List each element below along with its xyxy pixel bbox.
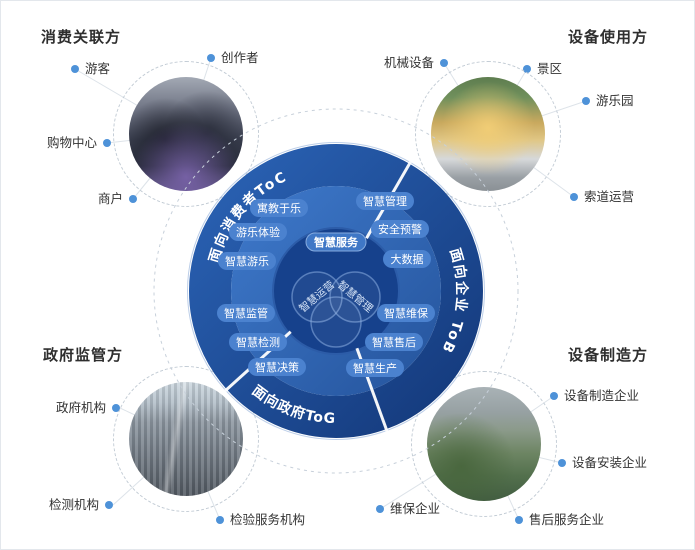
node-label: 购物中心 — [47, 135, 98, 150]
outer-dashed-circle — [153, 108, 519, 474]
svg-text:智慧监管: 智慧监管 — [224, 306, 268, 320]
bullet-dot-icon — [582, 97, 590, 105]
middle-ring — [231, 186, 441, 396]
pill-right-6: 智慧生产 — [346, 359, 404, 377]
node-merchants: 商户 — [98, 191, 138, 207]
bullet-dot-icon — [570, 193, 578, 201]
dashed-ring — [411, 371, 557, 517]
node-label: 游乐园 — [596, 93, 634, 108]
node-label: 设备安装企业 — [572, 455, 648, 470]
svg-text:大数据: 大数据 — [391, 252, 424, 266]
bullet-dot-icon — [103, 139, 112, 147]
bullet-dot-icon — [523, 65, 531, 73]
node-tourists: 游客 — [71, 61, 110, 77]
node-cableway-operation: 索道运营 — [570, 189, 634, 205]
node-scenic-area: 景区 — [523, 61, 562, 77]
factory-aerial-photo — [427, 387, 541, 501]
bullet-dot-icon — [558, 459, 566, 467]
pill-right-3: 大数据 — [383, 250, 431, 268]
bullet-dot-icon — [207, 54, 215, 62]
node-after-sales-service: 售后服务企业 — [515, 512, 604, 528]
bullet-dot-icon — [440, 59, 449, 67]
dashed-ring — [113, 61, 259, 207]
node-label: 检测机构 — [49, 497, 100, 512]
svg-text:智慧游乐: 智慧游乐 — [225, 254, 269, 268]
pill-left-3: 智慧游乐 — [218, 252, 276, 270]
section-title-users: 设备使用方 — [568, 28, 649, 46]
pill-left-6: 智慧决策 — [248, 358, 306, 376]
node-creators: 创作者 — [207, 50, 259, 66]
section-title-consumer: 消费关联方 — [41, 28, 122, 46]
node-maintenance-company: 维保企业 — [376, 501, 440, 517]
bullet-dot-icon — [105, 501, 114, 509]
node-label: 维保企业 — [390, 501, 441, 516]
core-circle — [272, 227, 400, 355]
svg-text:智慧决策: 智慧决策 — [255, 360, 299, 374]
node-equipment-installer: 设备安装企业 — [558, 455, 647, 471]
svg-text:智慧生产: 智慧生产 — [353, 361, 397, 375]
node-inspection-service-agency: 检验服务机构 — [216, 512, 305, 528]
node-label: 商户 — [98, 191, 124, 206]
svg-text:智慧管理: 智慧管理 — [363, 194, 407, 208]
svg-text:安全预警: 安全预警 — [378, 222, 422, 236]
carousel-photo — [431, 77, 545, 191]
pill-right-1: 智慧管理 — [356, 192, 414, 210]
svg-text:智慧维保: 智慧维保 — [384, 306, 428, 320]
section-title-manufacturers: 设备制造方 — [568, 346, 649, 364]
node-label: 设备制造企业 — [564, 388, 640, 403]
node-label: 机械设备 — [384, 55, 435, 70]
dashed-ring — [113, 366, 259, 512]
bullet-dot-icon — [216, 516, 224, 524]
pill-right-2: 安全预警 — [371, 220, 429, 238]
node-machinery: 机械设备 — [384, 55, 449, 71]
outer-ring — [189, 144, 483, 438]
core-venn-circles — [291, 271, 381, 348]
core-service-pill: 智慧服务 — [305, 232, 367, 252]
dashed-ring — [415, 61, 561, 207]
bullet-dot-icon — [71, 65, 79, 73]
node-label: 售后服务企业 — [529, 512, 605, 527]
svg-text:智慧售后: 智慧售后 — [372, 335, 416, 349]
node-label: 景区 — [537, 61, 563, 76]
node-equipment-manufacturer: 设备制造企业 — [550, 388, 639, 404]
pill-right-5: 智慧售后 — [365, 333, 423, 351]
svg-text:寓教于乐: 寓教于乐 — [257, 201, 301, 215]
bullet-dot-icon — [112, 404, 121, 412]
bullet-dot-icon — [515, 516, 523, 524]
bullet-dot-icon — [129, 195, 138, 203]
bullet-dot-icon — [550, 392, 558, 400]
node-government-agency: 政府机构 — [56, 400, 121, 416]
pill-left-5: 智慧检测 — [229, 333, 287, 351]
node-label: 游客 — [85, 61, 111, 76]
pill-right-4: 智慧维保 — [377, 304, 435, 322]
svg-text:智慧服务: 智慧服务 — [314, 235, 359, 249]
pill-left-2: 游乐体验 — [229, 223, 287, 241]
pill-left-4: 智慧监管 — [217, 304, 275, 322]
ring-rim — [187, 142, 485, 440]
node-amusement-park: 游乐园 — [582, 93, 634, 109]
node-label: 创作者 — [221, 50, 259, 65]
pill-left-1: 寓教于乐 — [250, 199, 308, 217]
bullet-dot-icon — [376, 505, 384, 513]
smart-service-wheel: 面向消费者ToC 面向企业 ToB 面向政府ToG 寓教于乐 游乐体验 智慧游乐… — [153, 108, 519, 474]
node-label: 政府机构 — [56, 400, 107, 415]
node-label: 索道运营 — [584, 189, 635, 204]
svg-text:游乐体验: 游乐体验 — [236, 225, 280, 239]
svg-text:智慧检测: 智慧检测 — [236, 335, 280, 349]
section-title-government: 政府监管方 — [43, 346, 124, 364]
node-label: 检验服务机构 — [230, 512, 306, 527]
office-building-photo — [129, 382, 243, 496]
node-shopping-mall: 购物中心 — [47, 135, 112, 151]
amusement-ride-photo — [129, 77, 243, 191]
node-testing-agency: 检测机构 — [49, 497, 114, 513]
